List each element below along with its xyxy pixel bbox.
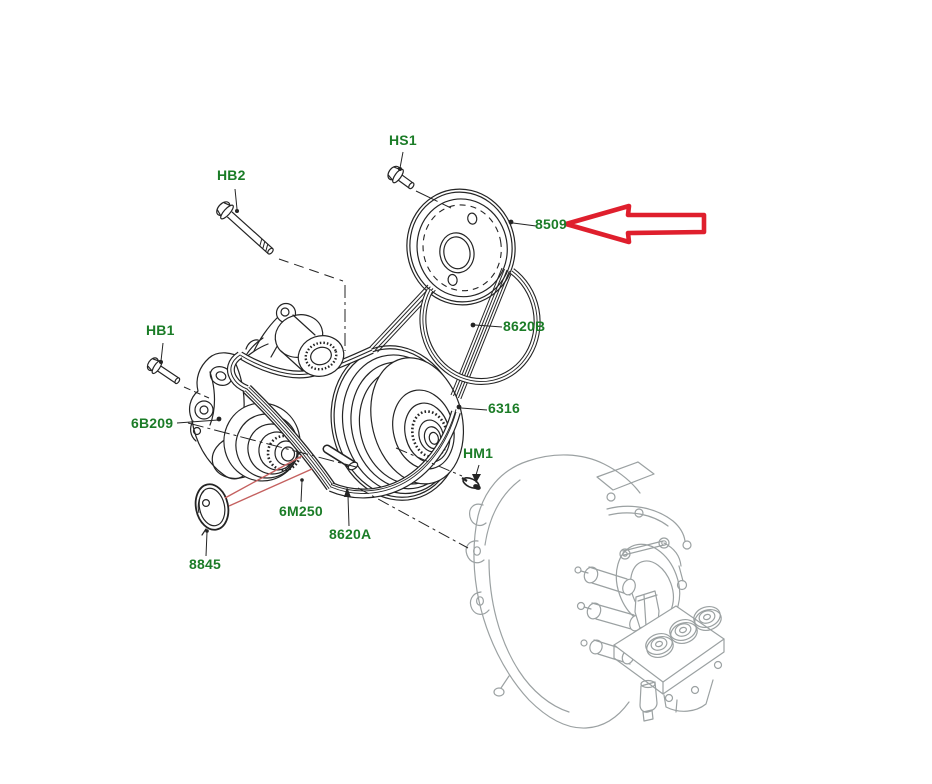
red-highlight-arrow	[563, 203, 707, 245]
part-label-6316: 6316	[488, 400, 520, 416]
idler-pulley-8509-drawing	[406, 188, 516, 306]
red-pointer-lines	[224, 455, 313, 507]
leader-lines	[159, 151, 537, 557]
drive-belt-drawing	[226, 267, 541, 499]
part-label-hb2: HB2	[217, 167, 246, 183]
bolt-hb1-drawing	[146, 357, 181, 385]
bolt-hs1-drawing	[387, 165, 415, 190]
transmission-reference-drawing	[465, 454, 725, 729]
part-label-8509: 8509	[535, 216, 567, 232]
part-label-8620a: 8620A	[329, 526, 372, 542]
part-label-8620b: 8620B	[503, 318, 546, 334]
part-label-hb1: HB1	[146, 322, 175, 338]
part-label-6b209: 6B209	[131, 415, 174, 431]
part-label-8845: 8845	[189, 556, 221, 572]
part-label-hs1: HS1	[389, 132, 417, 148]
centerline-axes	[187, 285, 469, 549]
bolt-hb2-drawing	[216, 201, 274, 255]
clip-hm1-drawing	[461, 476, 481, 490]
pump-shaft-drawing	[322, 444, 359, 471]
seal-cap-8845-drawing	[194, 483, 230, 536]
part-label-6m250: 6M250	[279, 503, 323, 519]
tensioner-pulley-drawing	[274, 314, 345, 377]
part-label-hm1: HM1	[463, 445, 494, 461]
